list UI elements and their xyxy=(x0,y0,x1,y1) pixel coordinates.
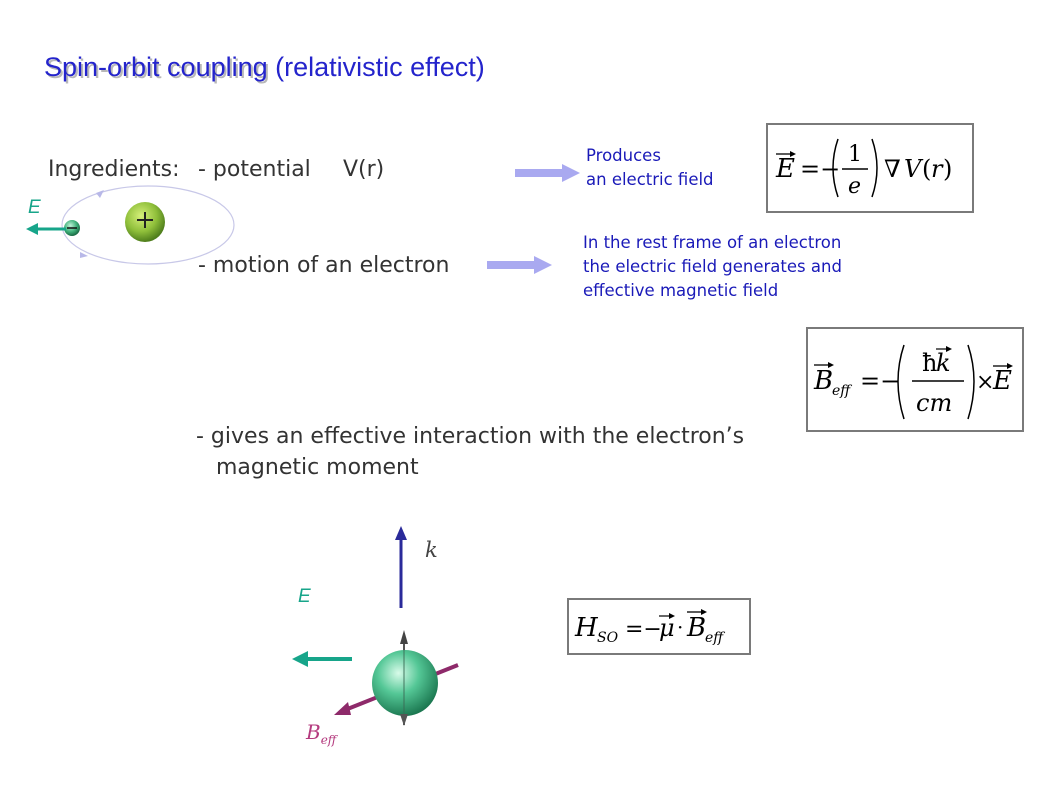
ingredients-label: Ingredients: xyxy=(48,157,180,182)
rest-frame-note: In the rest frame of an electron the ele… xyxy=(583,231,943,303)
equation-effective-b-graphic: B eff =− ħ k cm × E xyxy=(813,344,1013,420)
svg-text:eff: eff xyxy=(832,383,852,399)
label-E-bottom: E xyxy=(298,586,311,607)
svg-text:B: B xyxy=(686,613,706,643)
svg-text:H: H xyxy=(574,613,599,643)
produces-line1: Produces xyxy=(586,146,661,165)
svg-text:k: k xyxy=(936,349,951,377)
svg-text:e: e xyxy=(848,174,861,199)
electron-icon xyxy=(64,220,80,236)
produces-note: Produces an electric field xyxy=(586,144,766,192)
svg-text:1: 1 xyxy=(848,142,862,167)
svg-text:B: B xyxy=(813,366,833,396)
arrow-to-produces xyxy=(515,164,580,182)
rest-frame-line3: effective magnetic field xyxy=(583,281,779,300)
title-highlight: Spin-orbit coupling xyxy=(44,52,268,82)
equation-hamiltonian-graphic: H SO =− μ · B eff xyxy=(574,609,725,646)
rest-frame-line2: the electric field generates and xyxy=(583,257,842,276)
svg-text:×: × xyxy=(976,370,994,395)
svg-text:): ) xyxy=(943,155,952,183)
label-E-top: E xyxy=(28,197,41,218)
rest-frame-line1: In the rest frame of an electron xyxy=(583,233,842,252)
title-rest: (relativistic effect) xyxy=(275,52,485,82)
nucleus-icon xyxy=(125,202,165,242)
label-b: B xyxy=(306,720,321,744)
arrow-to-rest-frame xyxy=(487,256,552,274)
svg-text:∇: ∇ xyxy=(884,155,901,183)
equation-electric-field: E =− 1 e ∇ V ( r ) xyxy=(766,123,974,213)
svg-text:ħ: ħ xyxy=(922,349,937,377)
svg-text:E: E xyxy=(775,154,795,184)
interaction-line2: magnetic moment xyxy=(216,455,419,480)
label-b-eff: Beff xyxy=(306,720,336,747)
slide-title: Spin-orbit coupling (relativistic effect… xyxy=(44,52,485,83)
svg-text:eff: eff xyxy=(705,630,725,646)
electric-field-arrow-top xyxy=(26,223,66,235)
svg-text:E: E xyxy=(992,366,1012,396)
electron-sphere-icon xyxy=(372,650,438,716)
equation-electric-field-graphic: E =− 1 e ∇ V ( r ) xyxy=(775,138,952,199)
electric-field-arrow-bottom xyxy=(292,651,352,667)
produces-line2: an electric field xyxy=(586,170,714,189)
equation-effective-b: B eff =− ħ k cm × E xyxy=(806,327,1024,432)
svg-text:cm: cm xyxy=(916,389,952,417)
svg-text:SO: SO xyxy=(597,630,619,646)
k-arrow xyxy=(395,526,407,608)
label-b-sub: eff xyxy=(320,733,337,747)
svg-text:=−: =− xyxy=(860,367,900,395)
orbit-ellipse xyxy=(61,185,235,265)
potential-text: - potential xyxy=(198,157,311,182)
svg-text:V: V xyxy=(904,155,924,183)
interaction-line1: - gives an effective interaction with th… xyxy=(196,424,745,449)
motion-text: - motion of an electron xyxy=(198,253,450,278)
potential-symbol: V(r) xyxy=(343,157,385,182)
label-k: k xyxy=(425,538,438,562)
equation-hamiltonian: H SO =− μ · B eff xyxy=(567,598,751,655)
svg-text:r: r xyxy=(931,155,944,183)
svg-text:(: ( xyxy=(922,155,931,183)
svg-text:=−: =− xyxy=(625,617,662,642)
svg-text:μ: μ xyxy=(659,614,675,642)
svg-text:·: · xyxy=(677,615,683,639)
